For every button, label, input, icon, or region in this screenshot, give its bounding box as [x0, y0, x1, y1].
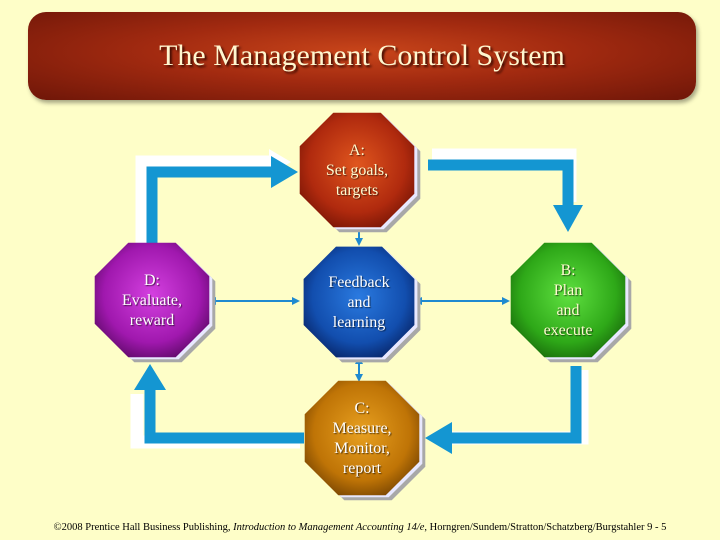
node-b-shape — [510, 242, 626, 358]
node-d: D: Evaluate, reward — [94, 242, 216, 363]
footer-book-title: Introduction to Management Accounting 14… — [233, 522, 425, 533]
arrow-d-to-a — [135, 149, 298, 249]
node-center-label-line: learning — [333, 314, 385, 331]
node-d-shape — [94, 242, 210, 358]
title-banner: The Management Control System — [28, 12, 696, 100]
node-c-label-line: Measure, — [332, 420, 391, 437]
node-a: A: Set goals, targets — [299, 112, 421, 233]
page-title: The Management Control System — [159, 39, 565, 72]
arrow-b-to-c — [425, 366, 589, 454]
node-b-label-line: execute — [544, 322, 593, 339]
node-b: B: Plan and execute — [510, 242, 632, 363]
node-center-label-line: and — [347, 294, 370, 311]
node-center: Feedback and learning — [303, 246, 421, 363]
node-c-label-line: Monitor, — [334, 440, 390, 457]
node-center-shape — [303, 246, 415, 358]
node-a-label-line: targets — [336, 182, 378, 199]
node-c-shape — [304, 380, 420, 496]
arrow-a-to-b — [428, 148, 583, 232]
node-a-label-line: Set goals, — [326, 162, 388, 179]
footer-prefix: ©2008 Prentice Hall Business Publishing, — [53, 522, 234, 533]
node-center-label-line: Feedback — [328, 274, 389, 291]
node-d-label-line: reward — [130, 312, 174, 329]
node-a-shape — [299, 112, 415, 228]
node-a-label-line: A: — [349, 142, 365, 159]
node-b-label-line: B: — [560, 262, 575, 279]
node-b-label-line: and — [556, 302, 579, 319]
node-d-label-line: D: — [144, 272, 160, 289]
arrow-c-to-d — [130, 364, 304, 449]
node-c-label-line: C: — [354, 400, 369, 417]
node-c: C: Measure, Monitor, report — [304, 380, 426, 501]
footer-suffix: , Horngren/Sundem/Stratton/Schatzberg/Bu… — [424, 522, 667, 533]
node-d-label-line: Evaluate, — [122, 292, 182, 309]
node-b-label-line: Plan — [554, 282, 582, 299]
node-c-label-line: report — [343, 460, 382, 477]
footer-credit: ©2008 Prentice Hall Business Publishing,… — [0, 522, 720, 540]
